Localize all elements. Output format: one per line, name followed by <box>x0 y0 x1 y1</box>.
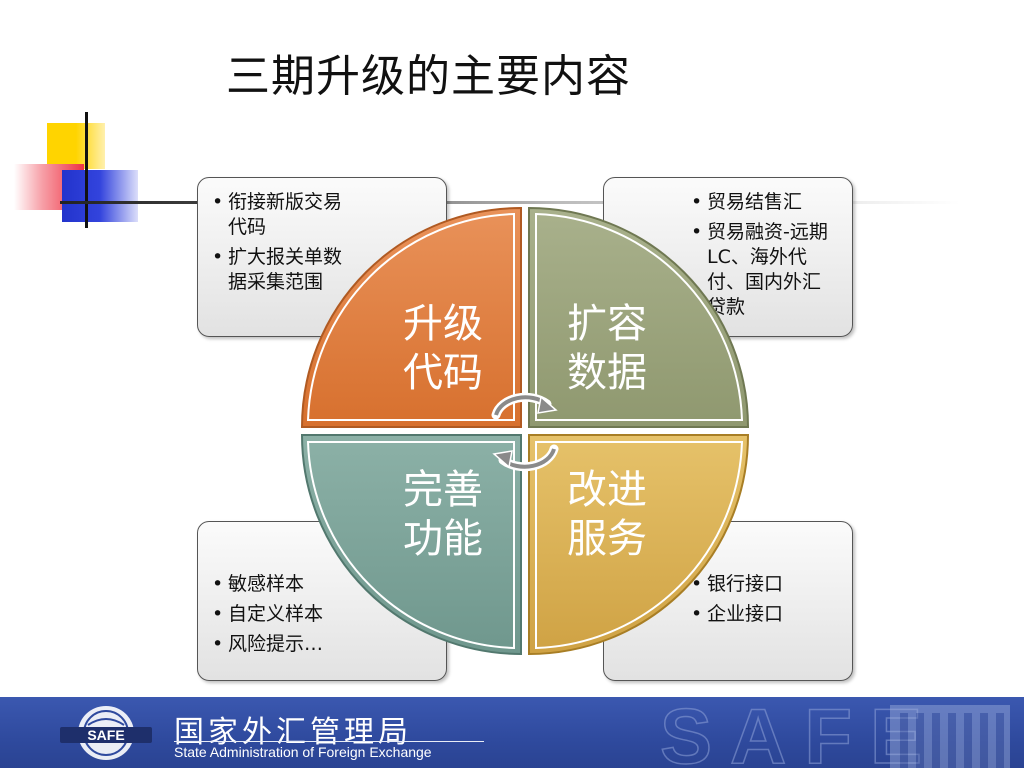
list-item: 敏感样本 <box>210 572 360 597</box>
box-bottom-right-list: 银行接口 企业接口 <box>689 572 839 627</box>
watermark-text: SAFE <box>660 697 940 768</box>
list-item: 自定义样本 <box>210 602 360 627</box>
yellow-square <box>47 123 105 169</box>
quadrant-tl-label-1: 升级 <box>403 301 483 347</box>
box-top-left-list: 衔接新版交易代码 扩大报关单数据采集范围 <box>210 190 360 295</box>
list-item: 企业接口 <box>689 602 839 627</box>
page-title: 三期升级的主要内容 <box>226 51 631 102</box>
cycle-arrows-icon <box>491 392 559 472</box>
org-name-cn: 国家外汇管理局 <box>174 715 412 750</box>
quadrant-tr-label-2: 数据 <box>567 350 647 396</box>
quadrant-br-inner-border <box>535 441 744 650</box>
quadrant-br <box>528 434 750 656</box>
quadrant-tr-label-1: 扩容 <box>567 301 647 347</box>
vertical-rule <box>85 112 88 228</box>
list-item: 贸易结售汇 <box>689 190 839 215</box>
footer-bar: SAFE 国家外汇管理局 State Administration of For… <box>0 697 1024 768</box>
quadrant-br-label-2: 服务 <box>567 516 647 562</box>
logo-text: SAFE <box>87 727 124 743</box>
list-item: 贸易融资-远期LC、海外代付、国内外汇贷款 <box>689 220 839 320</box>
quadrant-tr-inner-border <box>535 212 744 421</box>
quadrant-bl <box>300 434 522 656</box>
list-item: 风险提示… <box>210 632 360 657</box>
quadrant-tl-inner-border <box>306 212 515 421</box>
horizontal-rule <box>60 201 960 204</box>
org-name-en: State Administration of Foreign Exchange <box>174 744 432 760</box>
quadrant-br-label-1: 改进 <box>567 467 647 513</box>
blue-square <box>62 170 138 222</box>
quadrant-bl-label-2: 功能 <box>403 516 483 562</box>
list-item: 衔接新版交易代码 <box>210 190 360 240</box>
safe-logo: SAFE <box>60 706 152 760</box>
box-bottom-left-list: 敏感样本 自定义样本 风险提示… <box>210 572 360 657</box>
quadrant-bl-inner-border <box>306 441 515 650</box>
quadrant-bl-label-1: 完善 <box>403 467 483 513</box>
list-item: 银行接口 <box>689 572 839 597</box>
building-image <box>890 705 1010 768</box>
safe-watermark: SAFE <box>659 697 1010 768</box>
quadrant-tl <box>300 206 522 428</box>
quadrant-tl-label-2: 代码 <box>403 350 483 396</box>
box-top-right-list: 贸易结售汇 贸易融资-远期LC、海外代付、国内外汇贷款 <box>689 190 839 320</box>
org-divider <box>174 741 484 742</box>
quadrant-tr <box>528 206 750 428</box>
list-item: 扩大报关单数据采集范围 <box>210 245 360 295</box>
